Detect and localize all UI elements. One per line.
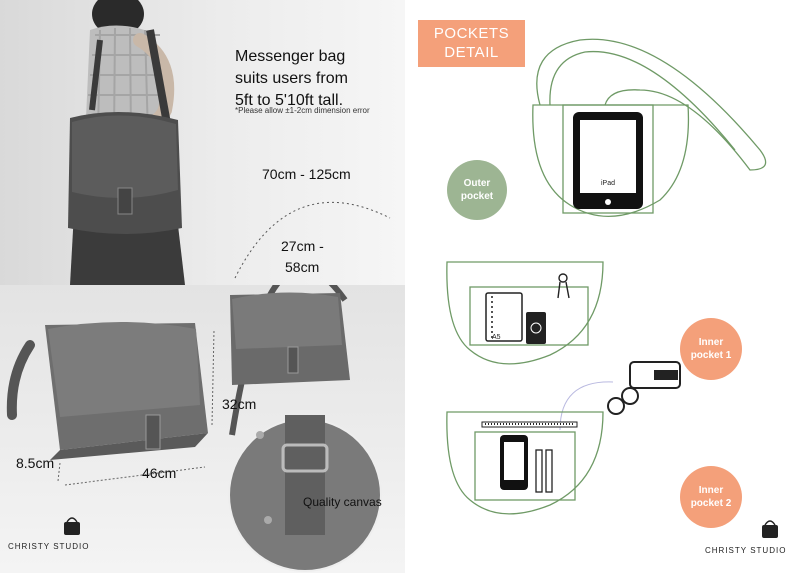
glasses-icon [607,387,639,415]
keys-icon [557,273,570,299]
headline: Messenger bag suits users from 5ft to 5'… [235,46,348,112]
a5-notebook-icon [485,292,523,342]
pockets-detail-title: POCKETS DETAIL [418,20,525,67]
pockets-title-line-2: DETAIL [444,44,499,61]
inner-pocket-1-label-1: Inner [698,337,724,348]
passport-icon [526,312,546,344]
inner-pocket-2-label-2: pocket 2 [690,498,732,509]
headline-line-3: 5ft to 5'10ft tall. [235,92,344,109]
brand-name-right: CHRISTY STUDIO [705,546,787,555]
drop-length-label-2: 58cm [285,259,320,275]
drop-length-label-1: 27cm - [281,238,324,254]
pockets-title-line-1: POCKETS [433,25,510,42]
ipad-label: iPad [601,180,616,187]
strap-length-label: 70cm - 125cm [262,166,351,182]
inner-pocket-1-label-2: pocket 1 [690,350,732,361]
ipad-icon [573,112,643,209]
inner-pocket-1-outline [446,261,604,365]
quality-canvas-label: Quality canvas [303,495,382,509]
depth-label: 8.5cm [16,455,55,471]
zipper-icon [481,421,578,428]
dimension-error-note: *Please allow ±1-2cm dimension error [235,106,370,115]
outer-pocket-badge: Outer pocket [447,160,507,220]
bag-logo-icon-right [762,520,778,538]
product-photo-panel: Messenger bag suits users from 5ft to 5'… [0,0,405,573]
pockets-diagram [446,38,767,515]
bag-photo-area [0,265,405,573]
inner-pocket-2-outline [446,411,604,515]
headline-line-1: Messenger bag [235,48,346,65]
outer-pocket-label-2: pocket [460,191,494,202]
bag-photos-illustration [6,265,382,572]
width-label: 46cm [142,465,177,481]
brand-name-left: CHRISTY STUDIO [8,542,90,551]
inner-pocket-2-badge: Inner pocket 2 [680,466,742,528]
connector-line [559,381,614,431]
pens-icon [535,449,553,493]
model-wearing-bag-illustration [68,0,185,285]
headline-line-2: suits users from [235,70,348,87]
inner-pocket-1-badge: Inner pocket 1 [680,318,742,380]
outer-pocket-label-1: Outer [463,178,491,189]
phone-icon [500,435,528,490]
bag-logo-icon [64,517,80,535]
height-label: 32cm [222,396,257,412]
model-photo [0,0,405,285]
a5-label: A5 [492,334,501,341]
outer-pocket-bag-outline [532,38,767,218]
inner-pocket-2-label-1: Inner [698,485,724,496]
wallet-icon [629,361,681,389]
